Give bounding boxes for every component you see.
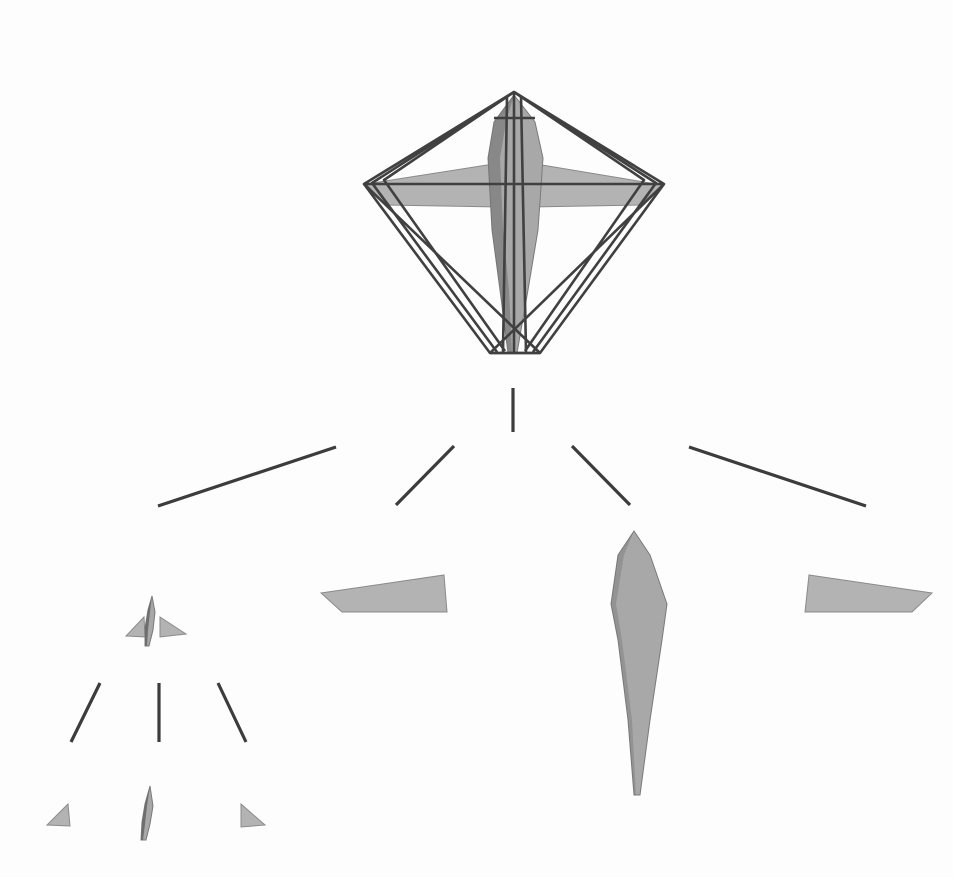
connector-root-to-left-wing bbox=[396, 446, 454, 505]
right-wing-node bbox=[805, 575, 932, 612]
left-wing-node bbox=[321, 575, 447, 612]
connector-small-to-left-wing bbox=[71, 683, 100, 742]
small-left-wing-node bbox=[47, 804, 70, 826]
root-wireframe bbox=[364, 92, 664, 353]
small-right-wing-node bbox=[241, 804, 265, 827]
connector-root-to-small-aircraft bbox=[158, 447, 336, 506]
small-aircraft-left-wing-shape bbox=[126, 617, 145, 637]
small-fuselage-node bbox=[141, 786, 153, 840]
fuselage-node bbox=[611, 531, 667, 795]
root-aircraft-node bbox=[364, 92, 664, 353]
connector-root-to-fuselage bbox=[572, 446, 630, 505]
small-aircraft-node bbox=[126, 596, 186, 646]
small-aircraft-right-wing-shape bbox=[160, 617, 186, 637]
connector-small-to-right-wing bbox=[218, 683, 246, 742]
connector-root-to-right-wing bbox=[689, 447, 866, 506]
